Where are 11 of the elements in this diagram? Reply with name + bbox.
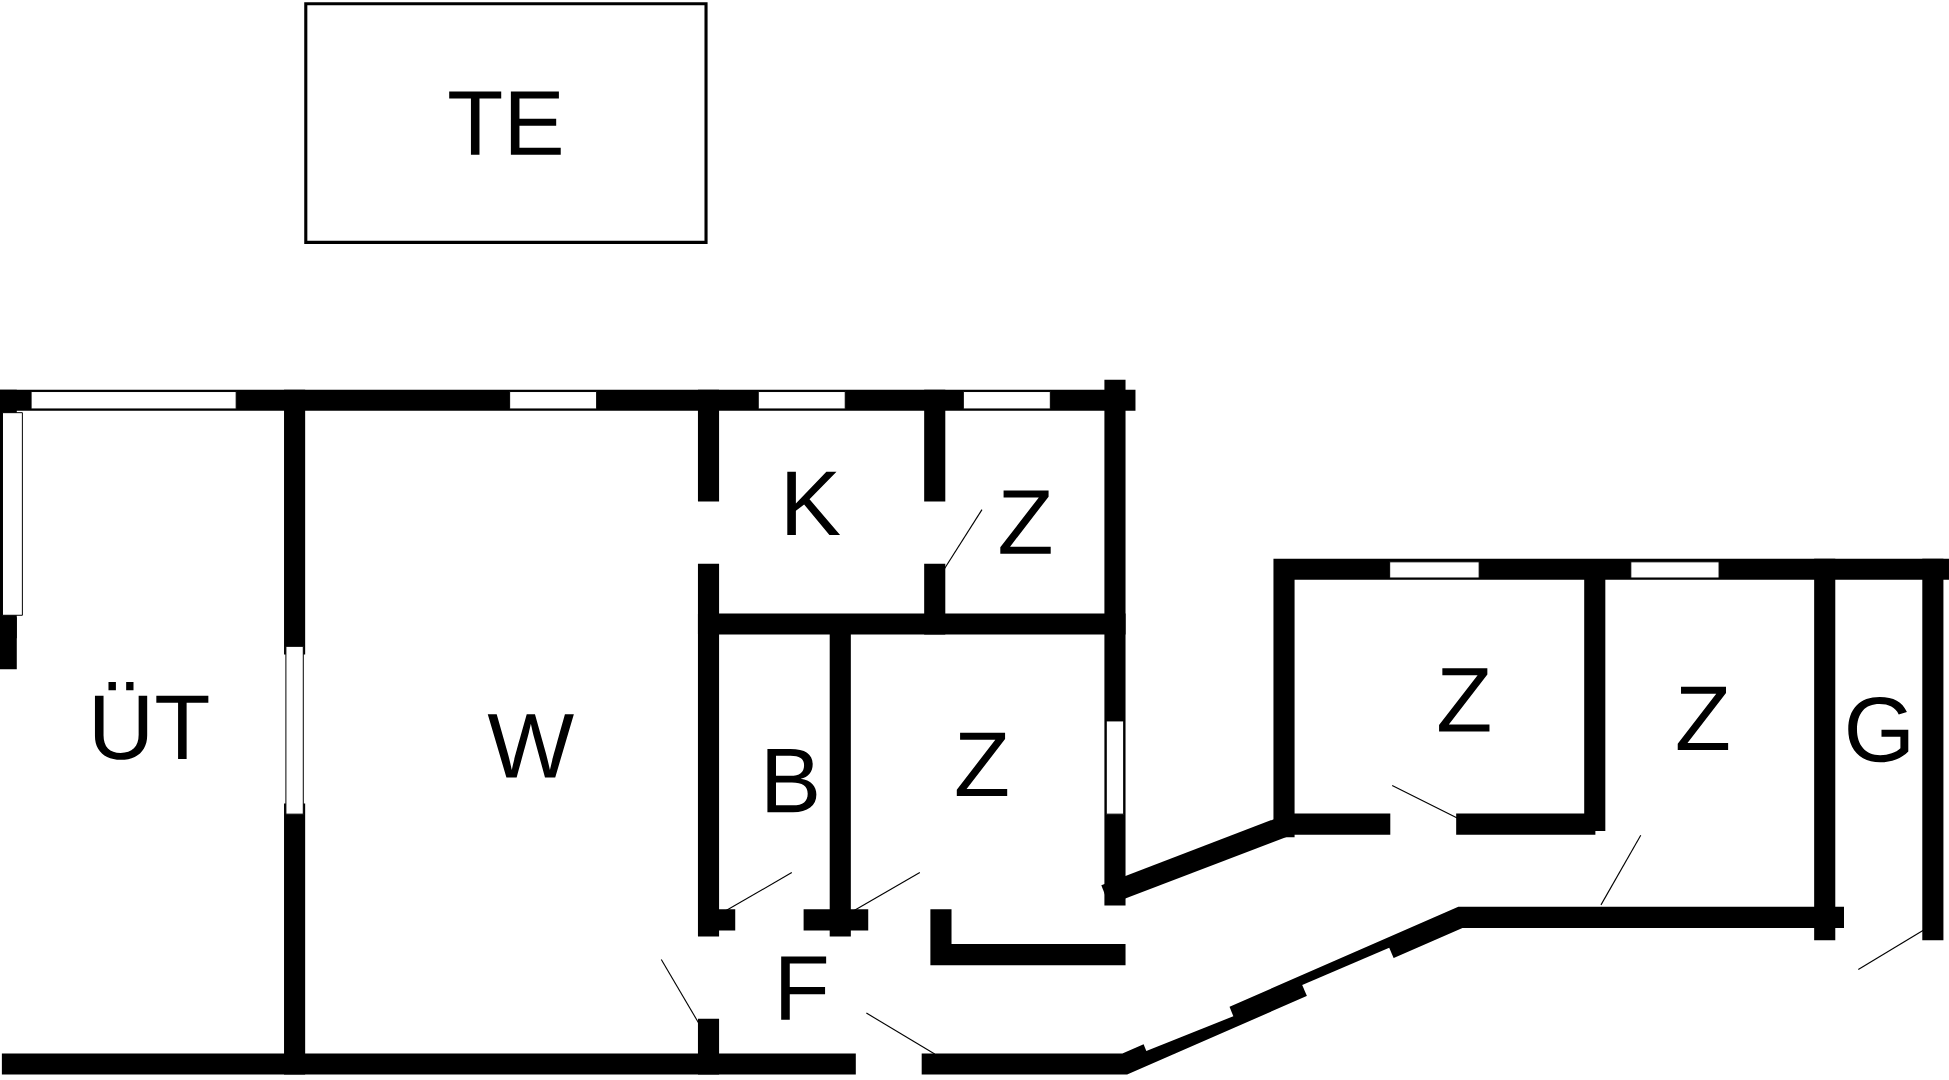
terrace-box: TE [304,2,708,244]
room-label: Z [1000,490,1051,554]
room-label: G [1848,697,1909,763]
room-label: Z [956,732,1008,796]
room-label: Z [1677,686,1729,750]
room-label: F [781,956,827,1020]
room-label: Z [1439,668,1490,732]
room-label: B [767,748,817,813]
room-label: K [787,471,841,535]
room-label: W [487,714,574,778]
room-label: ÜT [94,681,209,760]
